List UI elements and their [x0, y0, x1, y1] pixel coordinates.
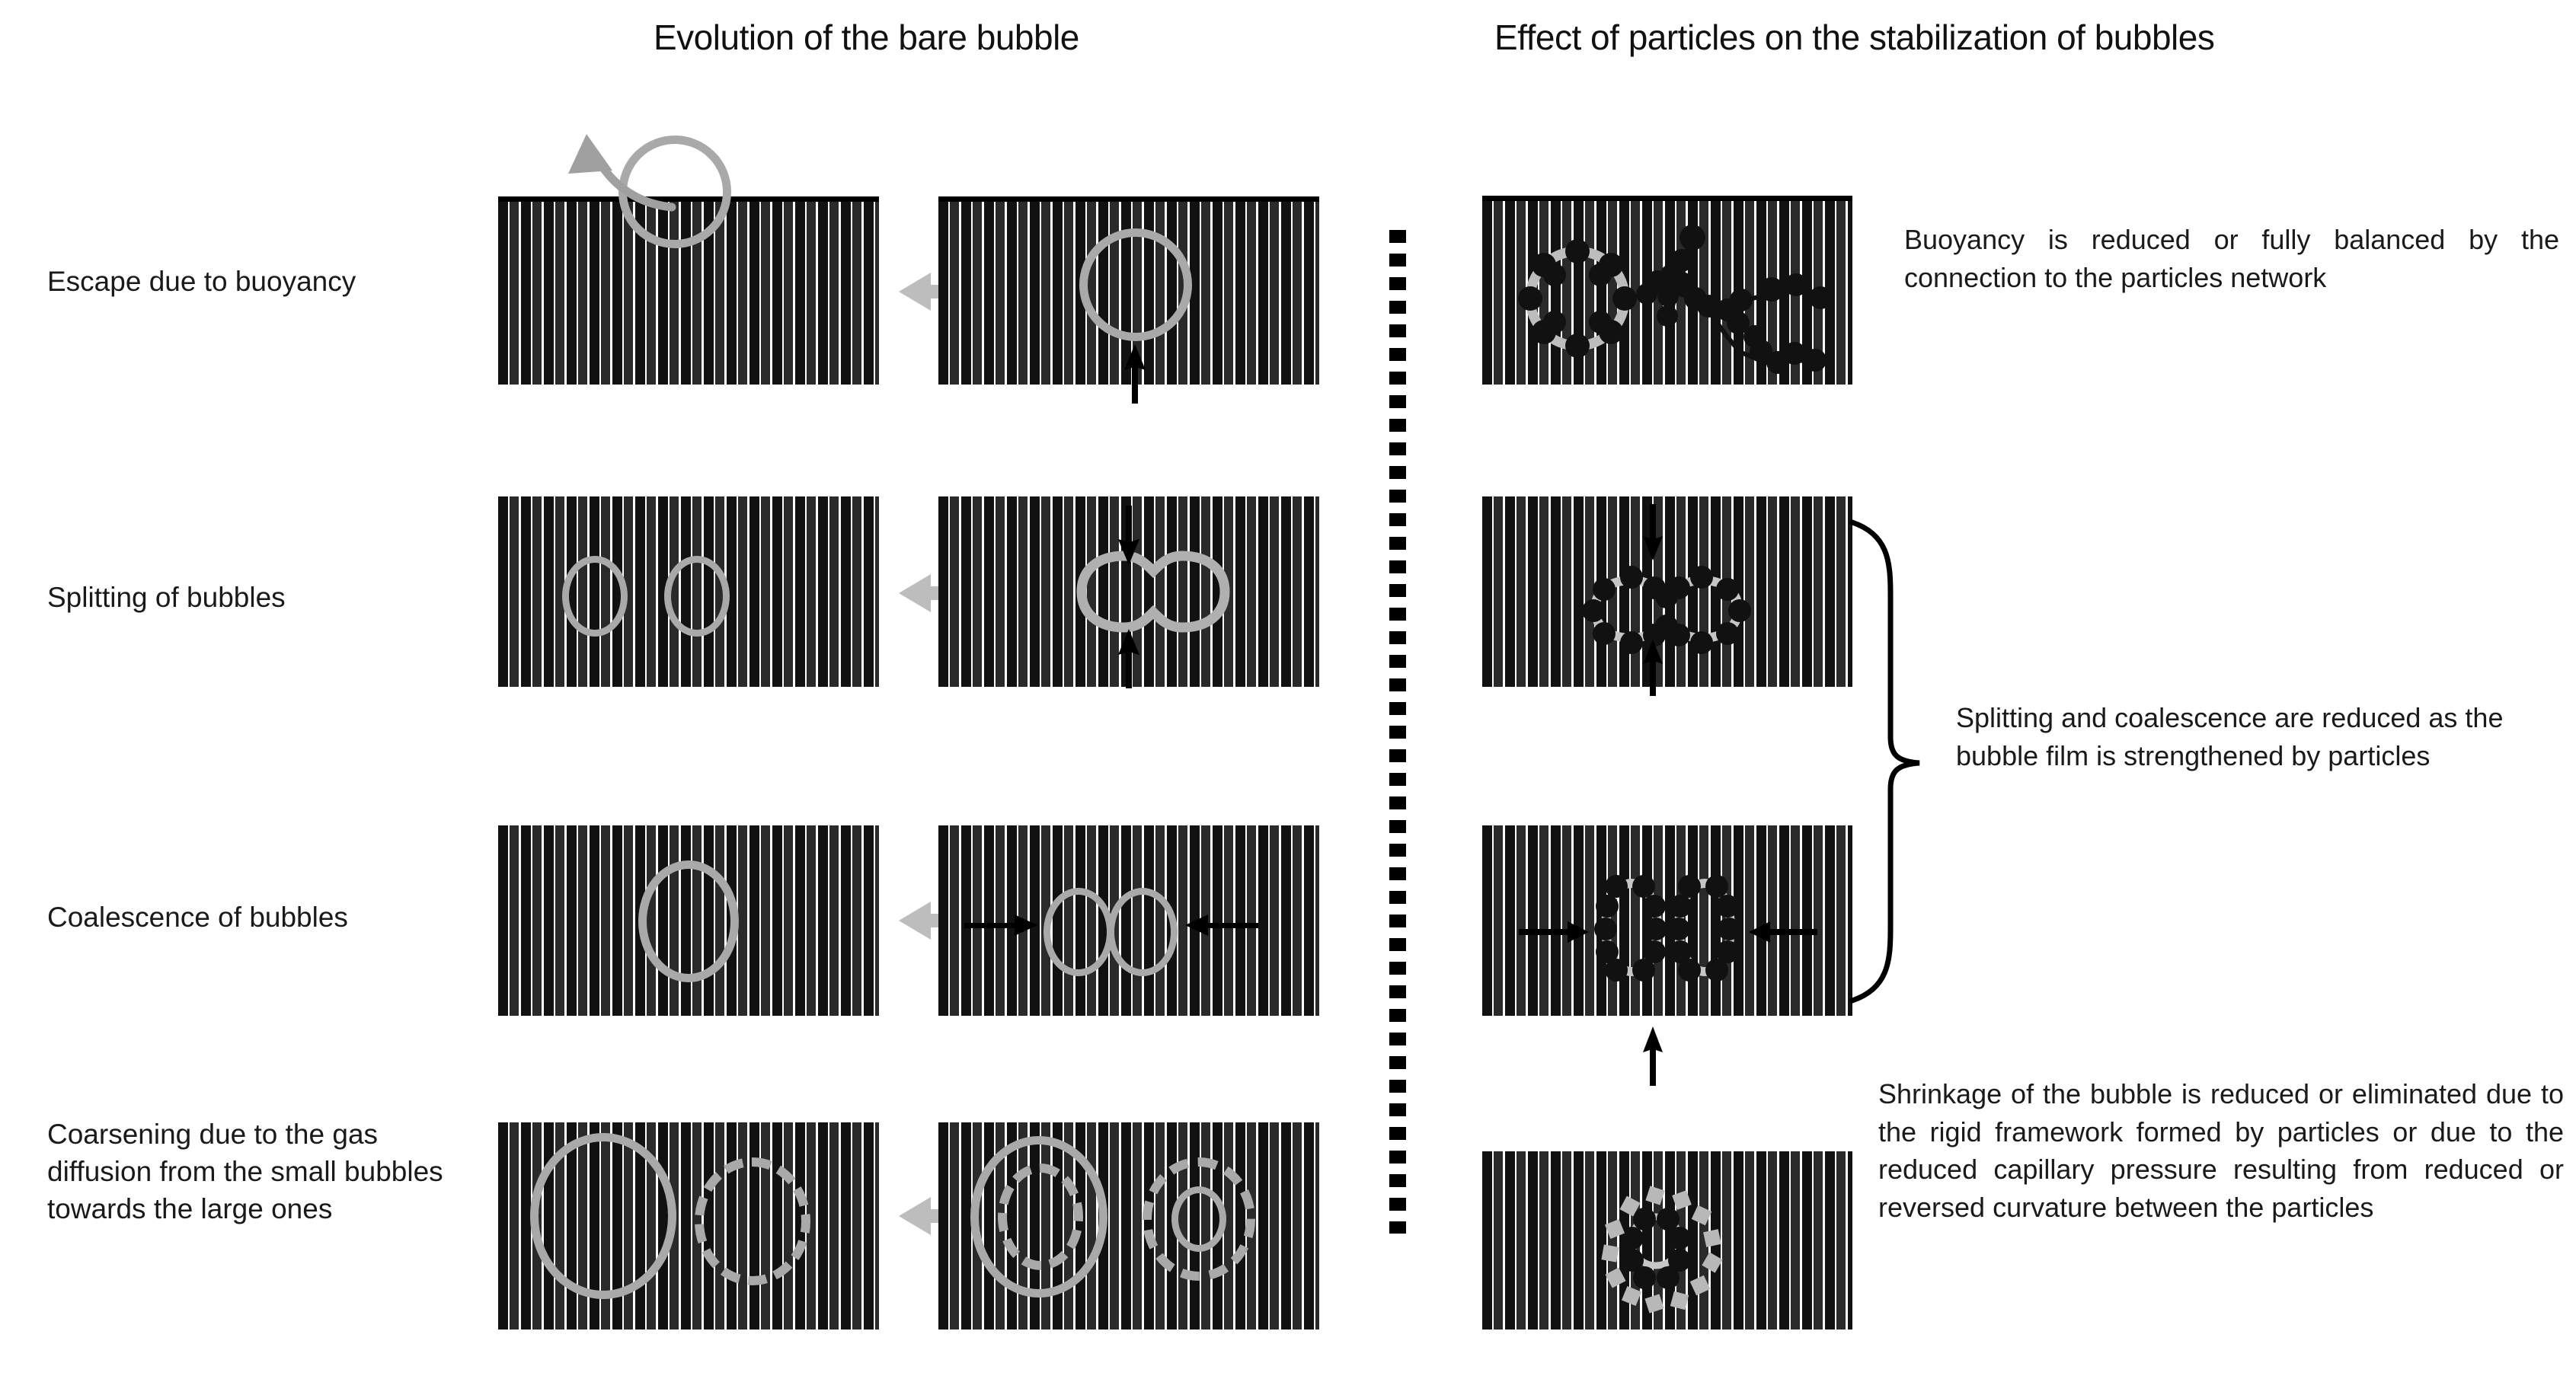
- splitting-down-arrow-particles: [1643, 504, 1663, 560]
- splitting-down-arrow-bare: [1118, 506, 1139, 565]
- vertical-dotted-divider: [1389, 230, 1406, 1234]
- note-splitting-coalescence: Splitting and coalescence are reduced as…: [1956, 702, 2504, 771]
- bubble-split-left: [562, 556, 628, 637]
- row-label-escape: Escape due to buoyancy: [47, 266, 356, 297]
- particle-armoured-peanut-bubble: [1582, 566, 1751, 654]
- bubble-large-before: [970, 1136, 1107, 1298]
- bubble-coarsened-vanishing: [695, 1157, 810, 1285]
- bubble-merged: [638, 860, 739, 982]
- liquid-box-splitting-particles: [1482, 496, 1852, 687]
- shrinkage-up-arrow-particles: [1643, 1026, 1663, 1086]
- bubble-large-ghost-ring: [998, 1164, 1083, 1270]
- two-particle-armoured-bubbles: [1519, 875, 1817, 982]
- note-shrinkage: Shrinkage of the bubble is reduced or el…: [1878, 1078, 2564, 1224]
- row-label-coarsening: Coarsening due to the gas diffusion from…: [47, 1119, 443, 1225]
- buoyancy-up-arrow-bare: [1124, 344, 1146, 404]
- bubble-coarsened-large: [530, 1133, 676, 1299]
- coalescence-arrow-right-bare: [1185, 915, 1258, 936]
- liquid-surface-escape-before: [938, 196, 1319, 202]
- bubble-rising: [1079, 228, 1192, 341]
- bubble-touch-right: [1107, 888, 1178, 976]
- pinched-bubble-bare: [1076, 551, 1230, 633]
- liquid-surface-escape-particles: [1482, 196, 1852, 201]
- small-particle-armoured-bubble: [1601, 1186, 1723, 1314]
- right-column-title: Effect of particles on the stabilization…: [1494, 18, 2215, 57]
- bubble-split-right: [664, 556, 730, 637]
- row-label-coalescence: Coalescence of bubbles: [47, 902, 348, 933]
- splitting-up-arrow-particles: [1643, 640, 1663, 696]
- row-label-splitting: Splitting of bubbles: [47, 582, 286, 613]
- bubble-touch-left: [1044, 888, 1114, 976]
- liquid-box-coarsening-particles: [1482, 1151, 1852, 1330]
- note-buoyancy: Buoyancy is reduced or fully balanced by…: [1904, 224, 2559, 293]
- liquid-box-coalescence-before: [938, 825, 1319, 1016]
- curly-brace: [1849, 519, 1920, 1004]
- left-column-title: Evolution of the bare bubble: [654, 18, 1079, 57]
- coalescence-arrow-left-bare: [964, 915, 1037, 936]
- particle-armoured-bubble-with-network: [1518, 225, 1832, 374]
- escape-arrow-icon: [568, 134, 676, 212]
- liquid-box-coalescence-particles: [1482, 825, 1852, 1016]
- splitting-up-arrow-bare: [1118, 629, 1139, 688]
- bubble-small-ghost-ring: [1143, 1157, 1255, 1281]
